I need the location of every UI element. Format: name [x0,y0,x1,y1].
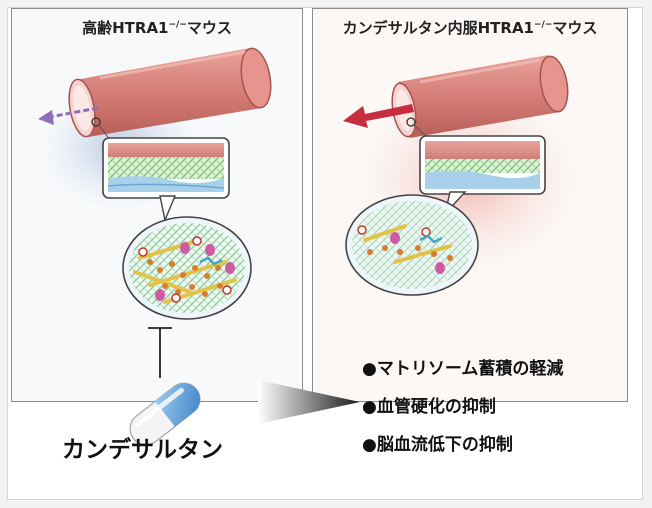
effects-list: ●マトリソーム蓄積の軽減 ●血管硬化の抑制 ●脳血流低下の抑制 [362,350,632,464]
vessel-right [391,55,569,138]
matrisome-zoom-right [345,194,479,296]
result-arrow [258,380,360,424]
aged-mouse-title: 高齢HTRA1−/−マウス [82,19,232,37]
matrisome-zoom-left [122,216,252,320]
drug-label: カンデサルタン [62,437,223,463]
weak-flow-arrow [38,106,99,125]
effect-matrisome-reduction: ●マトリソーム蓄積の軽減 [362,359,564,379]
effect-vascular-stiffening-suppression: ●血管硬化の抑制 [362,397,496,417]
vessel-wall-zoom-left [102,137,230,199]
vessel-wall-zoom-right [419,135,546,195]
capsule-icon [129,382,201,446]
zoom-point-left [91,117,101,127]
strong-flow-arrow [343,104,414,128]
vessel-left [68,47,272,138]
inhibition-symbol [148,327,172,378]
effect-cerebral-blood-flow-suppression: ●脳血流低下の抑制 [362,435,513,455]
candesartan-mouse-title: カンデサルタン内服HTRA1−/−マウス [342,19,598,37]
zoom-point-right [406,117,416,127]
